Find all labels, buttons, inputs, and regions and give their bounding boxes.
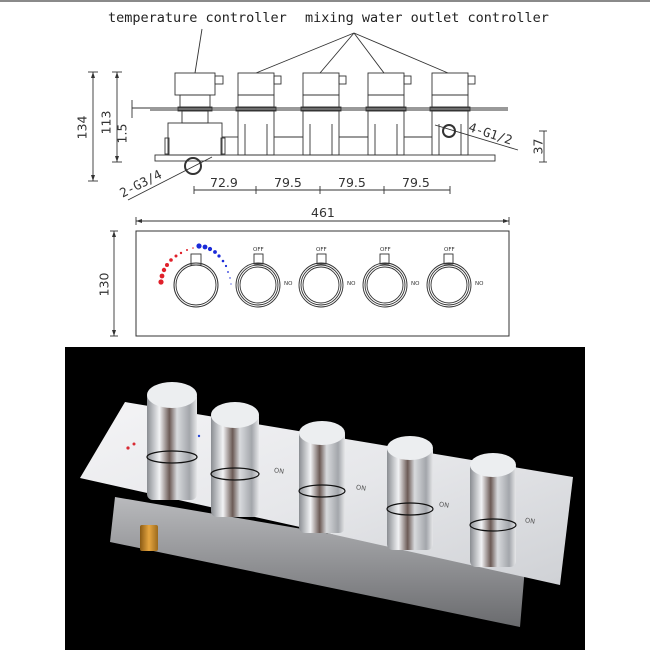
spacing-1: 72.9 [210,175,238,190]
photo-on-label-1: ON [273,466,285,476]
top-border [0,0,650,2]
temperature-controller-label: temperature controller [108,10,287,26]
spacing-2: 79.5 [274,175,302,190]
valve-3-off-label: OFF [380,247,391,253]
dim-front-height: 130 [96,272,112,297]
dim-plate-height: 113 [98,110,114,135]
valve-2-on-label: NO [347,281,356,287]
dim-plate-thickness: 1.5 [114,123,130,144]
hot-indicator-dots [158,247,194,285]
valve-1-off-label: OFF [253,247,264,253]
thermostat-knob [146,382,198,500]
mixing-outlet-controller-label: mixing water outlet controller [305,10,549,26]
dim-overall-height: 134 [74,115,90,140]
spacing-3: 79.5 [338,175,366,190]
dim-outlet-height: 37 [530,138,546,155]
valve-4-on-label: NO [475,281,484,287]
spacing-4: 79.5 [402,175,430,190]
valve-1-on-label: NO [284,281,293,287]
cold-indicator-dots [196,243,232,285]
photo-on-label-3: ON [438,500,450,510]
product-photo: ON ON ON ON [65,347,585,650]
photo-on-label-4: ON [524,516,536,526]
valve-2-off-label: OFF [316,247,327,253]
photo-on-label-2: ON [355,483,367,493]
technical-drawing [88,28,547,337]
dim-front-width: 461 [311,205,335,220]
valve-4-off-label: OFF [444,247,455,253]
valve-3-on-label: NO [411,281,420,287]
